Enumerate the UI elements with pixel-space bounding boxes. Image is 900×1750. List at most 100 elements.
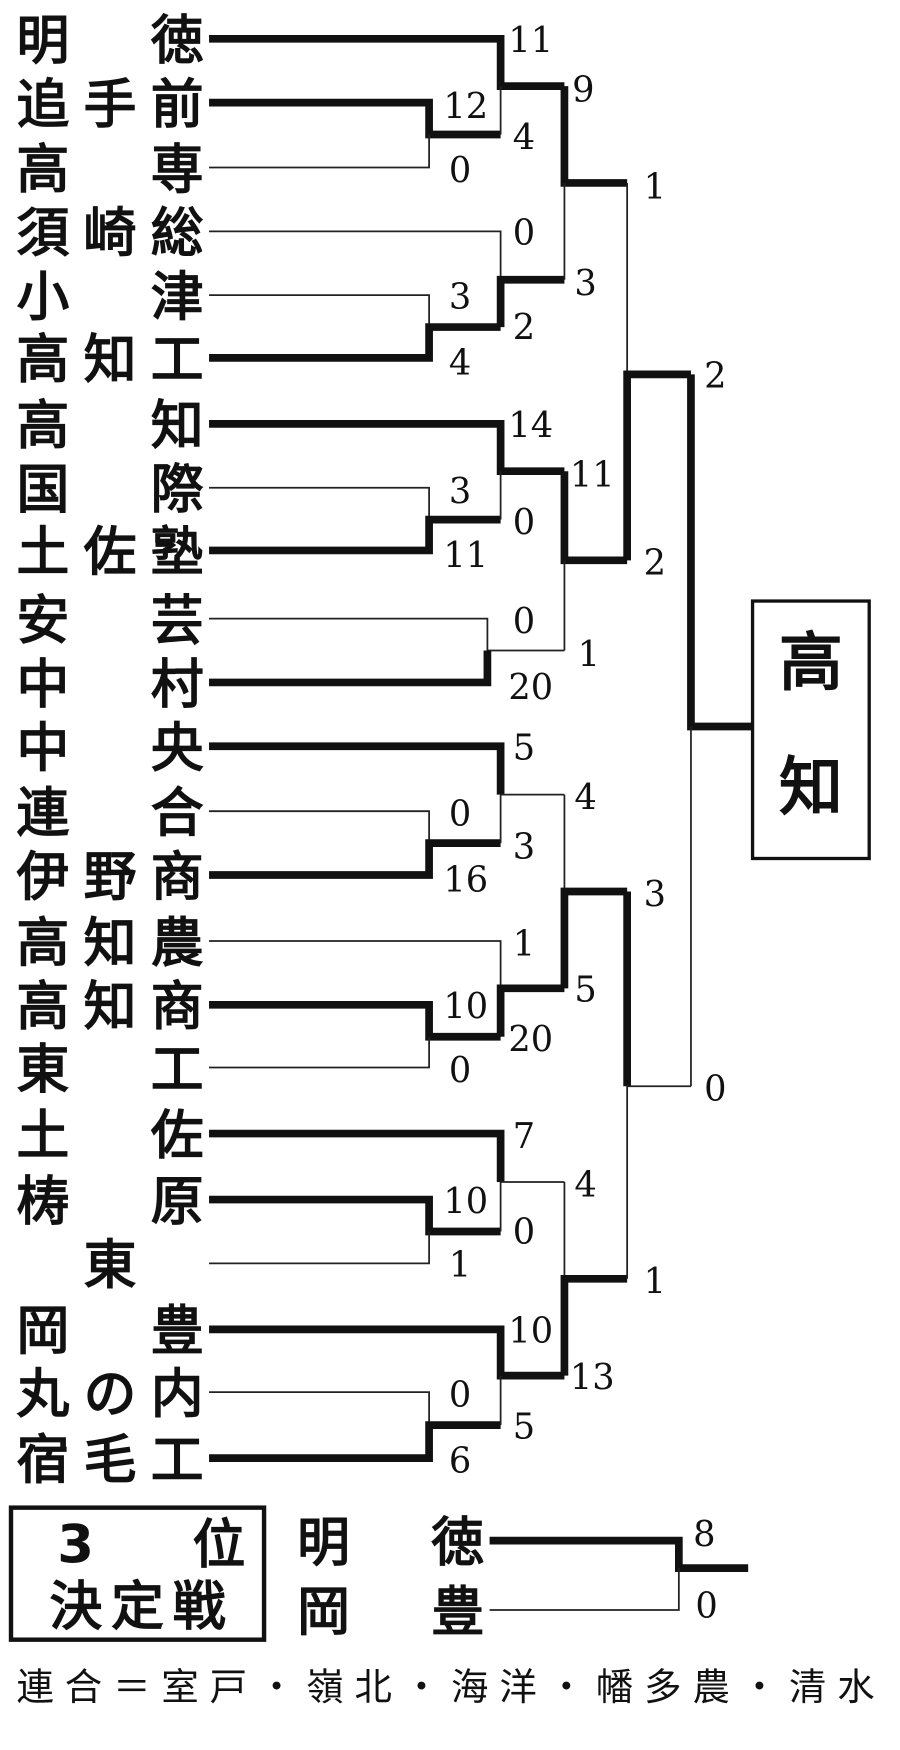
score: 11: [508, 20, 553, 61]
score: 4: [574, 1164, 596, 1205]
team-name: 連合: [17, 783, 204, 844]
bracket-line: [489, 1536, 749, 1573]
score: 6: [449, 1440, 471, 1481]
score: 0: [449, 1050, 471, 1091]
score: 0: [513, 502, 535, 543]
score: 2: [644, 543, 666, 584]
score: 0: [513, 1212, 535, 1253]
score: 1: [513, 923, 535, 964]
team-name: 梼原: [17, 1171, 204, 1232]
bracket-line: [209, 420, 565, 476]
bracket-line: [209, 1036, 430, 1069]
bracket-line: [209, 1195, 501, 1236]
team-name: 安芸: [17, 590, 204, 651]
score: 12: [443, 86, 488, 127]
team-name: 高知商: [17, 977, 204, 1038]
third-place-label-rank: 位: [193, 1515, 246, 1576]
score: 16: [443, 860, 488, 901]
bracket-line: [209, 98, 501, 139]
score: 13: [570, 1357, 615, 1398]
bracket-lines: [209, 34, 752, 1462]
team-name: 高知: [17, 396, 204, 457]
bracket-line: [626, 1085, 691, 1279]
bracket-line: [560, 887, 628, 989]
score: 0: [513, 601, 535, 642]
bracket-line: [209, 1000, 501, 1041]
champion-box: 高 知: [750, 599, 871, 861]
bracket-line: [496, 984, 565, 1037]
score: 4: [449, 342, 471, 383]
score: 11: [570, 455, 615, 496]
score: 1: [449, 1245, 471, 1286]
score: 5: [513, 727, 535, 768]
bracket-line: [209, 1129, 505, 1182]
bracket-line: [209, 1231, 430, 1265]
score: 10: [443, 986, 488, 1027]
bracket-line: [560, 1274, 628, 1376]
bracket-line: [623, 370, 691, 561]
team-name: 土佐: [17, 1105, 204, 1166]
bracket-line: [687, 374, 752, 731]
team-name: 東工: [17, 1039, 204, 1100]
score: 10: [508, 1311, 553, 1352]
bracket-line: [209, 810, 430, 844]
team-name: 宿毛工: [17, 1430, 204, 1491]
score: 3: [513, 826, 535, 867]
score: 4: [513, 117, 535, 158]
score: 4: [574, 777, 596, 818]
bracket-line: [209, 617, 565, 652]
score: 0: [695, 1586, 717, 1627]
bracket-line: [209, 323, 501, 362]
bracket-line: [209, 486, 430, 520]
score: 11: [443, 535, 488, 576]
score: 0: [704, 1069, 726, 1110]
score: 7: [513, 1116, 535, 1157]
score: 0: [449, 1374, 471, 1415]
score: 1: [644, 166, 666, 207]
score: 1: [644, 1261, 666, 1302]
team-name: 明徳: [297, 1512, 484, 1573]
score: 0: [449, 150, 471, 191]
bracket-line: [496, 275, 565, 328]
bracket-line: [209, 230, 502, 280]
score: 9: [572, 70, 594, 111]
score: 3: [449, 276, 471, 317]
champion-name-char: 高: [779, 627, 843, 701]
team-name: 須崎総: [17, 203, 204, 264]
team-name: 国際: [17, 460, 204, 521]
team-name: 丸の内: [16, 1364, 204, 1425]
team-name: 小津: [17, 267, 204, 328]
team-name: 追手前: [17, 74, 204, 135]
score: 1: [578, 634, 600, 675]
score: 20: [508, 1019, 553, 1060]
bracket-line: [209, 294, 430, 328]
score: 3: [644, 874, 666, 915]
team-name: 高知農: [17, 913, 204, 974]
team-name: 高専: [17, 139, 204, 200]
score: 20: [508, 667, 553, 708]
scores: 12 0 11 4 3 4 0 2 9 3 3 11 14 0 0 20 11 …: [443, 20, 726, 1481]
score: 3: [449, 471, 471, 512]
champion-name-char: 知: [779, 751, 843, 825]
team-name: 高知工: [17, 330, 204, 391]
score: 3: [574, 263, 596, 304]
team-name: 中村: [17, 654, 204, 715]
team-name: 中央: [17, 718, 204, 779]
bracket-line: [209, 940, 502, 989]
team-name: 伊野商: [16, 847, 204, 908]
bracket-line: [209, 34, 565, 90]
bracket-line: [209, 134, 430, 169]
score: 0: [513, 213, 535, 254]
footnote: 連合＝室戸・嶺北・海洋・幡多農・清水: [17, 1665, 875, 1709]
score: 8: [693, 1514, 715, 1555]
third-place-label-box: [8, 1505, 267, 1642]
bracket-line: [209, 1325, 565, 1380]
third-place-match: 3 位 決定戦 明徳 岡豊 8 0: [8, 1505, 749, 1643]
bracket-line: [209, 650, 492, 687]
bracket-line: [209, 515, 501, 555]
bracket-line: [209, 742, 505, 795]
team-name: 岡豊: [297, 1582, 484, 1643]
score: 2: [704, 356, 726, 397]
bracket-line: [499, 793, 565, 844]
